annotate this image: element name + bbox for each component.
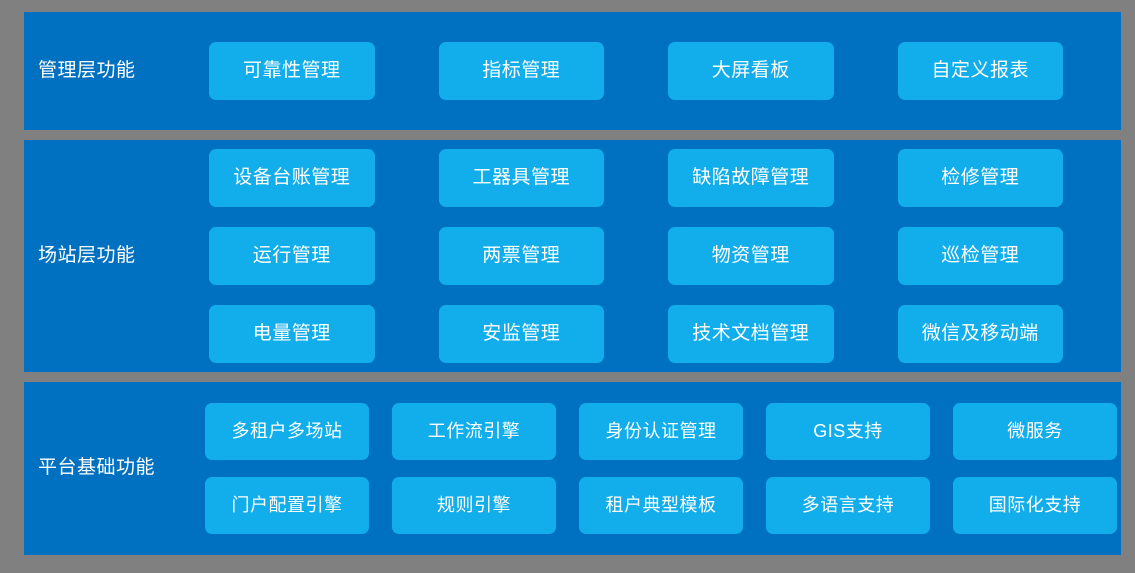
band-platform-layer: 平台基础功能 多租户多场站 工作流引擎 身份认证管理 GIS支持 微服务 门户配… (24, 382, 1121, 555)
card-grid-platform: 多租户多场站 工作流引擎 身份认证管理 GIS支持 微服务 门户配置引擎 规则引… (205, 382, 1121, 555)
feature-card[interactable]: 巡检管理 (897, 227, 1063, 285)
feature-card[interactable]: 可靠性管理 (209, 42, 375, 100)
feature-card[interactable]: 多租户多场站 (205, 403, 369, 460)
feature-card[interactable]: GIS支持 (766, 403, 930, 460)
feature-card[interactable]: 微信及移动端 (897, 305, 1063, 363)
card-grid-management: 可靠性管理 指标管理 大屏看板 自定义报表 (209, 12, 1121, 130)
band-management-layer: 管理层功能 可靠性管理 指标管理 大屏看板 自定义报表 (24, 12, 1121, 130)
feature-card[interactable]: 身份认证管理 (579, 403, 743, 460)
band-label-platform: 平台基础功能 (38, 457, 156, 479)
feature-card[interactable]: 运行管理 (209, 227, 375, 285)
feature-card[interactable]: 大屏看板 (668, 42, 834, 100)
feature-card[interactable]: 安监管理 (438, 305, 604, 363)
band-label-station: 场站层功能 (38, 244, 136, 266)
band-station-layer: 场站层功能 设备台账管理 工器具管理 缺陷故障管理 检修管理 运行管理 两票管理… (24, 140, 1121, 372)
band-label-management: 管理层功能 (38, 59, 136, 81)
feature-card[interactable]: 微服务 (953, 403, 1117, 460)
feature-card[interactable]: 检修管理 (897, 149, 1063, 207)
feature-card[interactable]: 国际化支持 (953, 477, 1117, 534)
feature-card[interactable]: 电量管理 (209, 305, 375, 363)
feature-card[interactable]: 规则引擎 (392, 477, 556, 534)
feature-card[interactable]: 两票管理 (438, 227, 604, 285)
feature-card[interactable]: 自定义报表 (897, 42, 1063, 100)
feature-card[interactable]: 物资管理 (668, 227, 834, 285)
feature-card[interactable]: 技术文档管理 (668, 305, 834, 363)
feature-card[interactable]: 指标管理 (438, 42, 604, 100)
feature-card[interactable]: 门户配置引擎 (205, 477, 369, 534)
feature-card[interactable]: 设备台账管理 (209, 149, 375, 207)
feature-card[interactable]: 租户典型模板 (579, 477, 743, 534)
feature-card[interactable]: 工器具管理 (438, 149, 604, 207)
feature-card[interactable]: 缺陷故障管理 (668, 149, 834, 207)
feature-card[interactable]: 多语言支持 (766, 477, 930, 534)
feature-card[interactable]: 工作流引擎 (392, 403, 556, 460)
card-grid-station: 设备台账管理 工器具管理 缺陷故障管理 检修管理 运行管理 两票管理 物资管理 … (209, 140, 1121, 372)
